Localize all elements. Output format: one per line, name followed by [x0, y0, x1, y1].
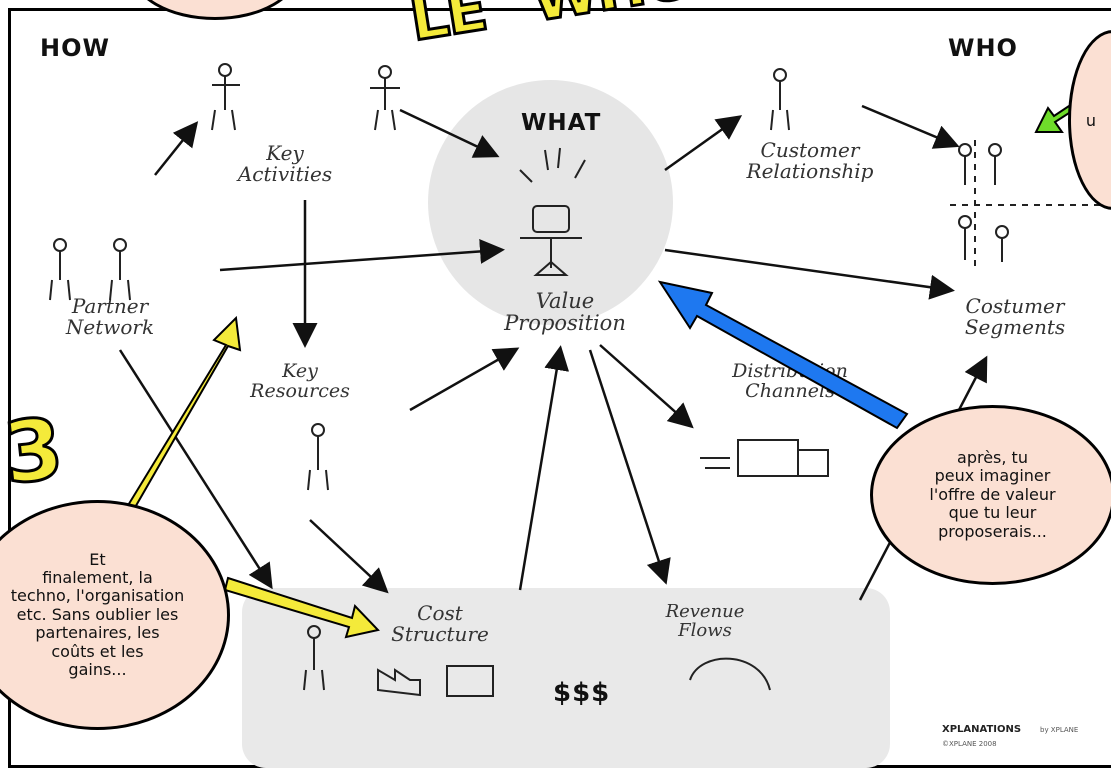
yellow-arrow-up [114, 315, 242, 532]
value-table-stand [533, 238, 569, 276]
key-activities-line-2: Activities [237, 162, 333, 186]
right-bubble-line-5: proposerais... [938, 521, 1047, 541]
value-proposition-line-1: Value [535, 289, 595, 313]
blue-arrow [657, 280, 909, 430]
left-bubble-line-7: gains... [68, 659, 127, 679]
what-heading: WHAT [521, 110, 602, 136]
figure-head-segment-1 [958, 143, 972, 157]
key-activities-label: Key Activities [205, 143, 365, 185]
arrow-value-to-distribution [599, 344, 694, 429]
arrow-relationship-to-segments [861, 104, 960, 149]
value-proposition-line-2: Proposition [504, 311, 626, 336]
right-bubble-line-3: l'offre de valeur [929, 484, 1056, 504]
figure-head-activities [218, 63, 232, 77]
xplane-copyright: ©XPLANE 2008 [942, 740, 997, 748]
revenue-flows-line-1: Revenue [665, 601, 745, 622]
figure-head-partner-2 [113, 238, 127, 252]
factory-icon [377, 668, 421, 697]
key-activities-line-1: Key [266, 141, 304, 165]
key-resources-label: Key Resources [225, 360, 375, 402]
figure-head-segment-4 [995, 225, 1009, 239]
revenue-flows-label: Revenue Flows [650, 601, 760, 641]
right-bubble-line-2: peux imaginer [934, 466, 1051, 486]
costumer-segments-line-2: Segments [964, 315, 1066, 339]
customer-relationship-label: Customer Relationship [720, 140, 900, 182]
arrow-partner-to-value [219, 238, 505, 272]
top-right-bubble-text: u [1085, 110, 1097, 130]
arrow-resources-to-value [409, 347, 520, 412]
partner-network-label: Partner Network [40, 296, 180, 338]
figure-head-relationship [773, 68, 787, 82]
truck-cab [797, 449, 829, 477]
who-heading: WHO [948, 34, 1018, 62]
costumer-segments-line-1: Costumer [965, 294, 1065, 318]
arrow-partner-to-activities [154, 121, 199, 176]
left-bubble-line-4: etc. Sans oublier les [16, 604, 179, 624]
arrow-resources-to-cost [309, 519, 389, 594]
figure-head-segment-3 [958, 215, 972, 229]
customer-relationship-line-2: Relationship [746, 159, 874, 183]
arrow-value-to-revenue [588, 349, 671, 585]
value-proposition-label: Value Proposition [475, 290, 655, 334]
what-circle [428, 80, 673, 325]
left-speech-bubble: Et finalement, la techno, l'organisation… [0, 500, 230, 730]
yellow-arrow-right [223, 576, 380, 639]
cost-structure-label: Cost Structure [375, 603, 505, 645]
cost-structure-line-2: Structure [391, 622, 489, 646]
left-bubble-line-5: partenaires, les [35, 623, 160, 643]
customer-relationship-line-1: Customer [760, 138, 860, 162]
key-resources-line-1: Key [282, 360, 318, 382]
super-toast-box [532, 205, 570, 233]
right-bubble-line-4: que tu leur [948, 503, 1037, 523]
number-badge: 3 [0, 398, 69, 505]
cost-structure-line-1: Cost [417, 601, 463, 625]
truck-speed-lines [700, 457, 730, 469]
figure-head-resources [311, 423, 325, 437]
figure-head-partner-1 [53, 238, 67, 252]
left-bubble-line-3: techno, l'organisation [10, 586, 185, 606]
revenue-flows-line-2: Flows [678, 619, 732, 641]
right-speech-bubble: après, tu peux imaginer l'offre de valeu… [870, 405, 1111, 585]
left-bubble-line-1: Et [89, 549, 106, 569]
xplanations-logo: XPLANATIONS [942, 724, 1022, 735]
xplane-by: by XPLANE [1040, 726, 1079, 734]
figure-head-activities-2 [378, 65, 392, 79]
key-resources-line-2: Resources [250, 379, 350, 402]
costumer-segments-label: Costumer Segments [940, 296, 1090, 338]
value-rays [519, 147, 586, 183]
right-bubble-line-1: après, tu [957, 448, 1028, 468]
piggy-bank-icon [689, 657, 771, 691]
arrow-cost-to-value [518, 345, 570, 591]
how-heading: HOW [40, 34, 110, 62]
partner-network-line-2: Network [65, 315, 155, 339]
arrow-partner-to-cost [118, 349, 273, 590]
arrow-value-to-relationship [664, 115, 743, 172]
arrow-value-to-segments [664, 248, 955, 300]
distribution-channels-line-2: Channels [745, 379, 835, 402]
left-bubble-line-6: coûts et les [51, 641, 144, 661]
left-bubble-line-2: finalement, la [42, 568, 153, 588]
figure-head-cost [307, 625, 321, 639]
truck-cost-icon [446, 665, 494, 697]
partner-network-line-1: Partner [71, 294, 149, 318]
money-symbol: $$$ [553, 678, 611, 708]
arrow-activities-to-value [399, 108, 500, 158]
truck-body [737, 439, 799, 477]
figure-head-segment-2 [988, 143, 1002, 157]
